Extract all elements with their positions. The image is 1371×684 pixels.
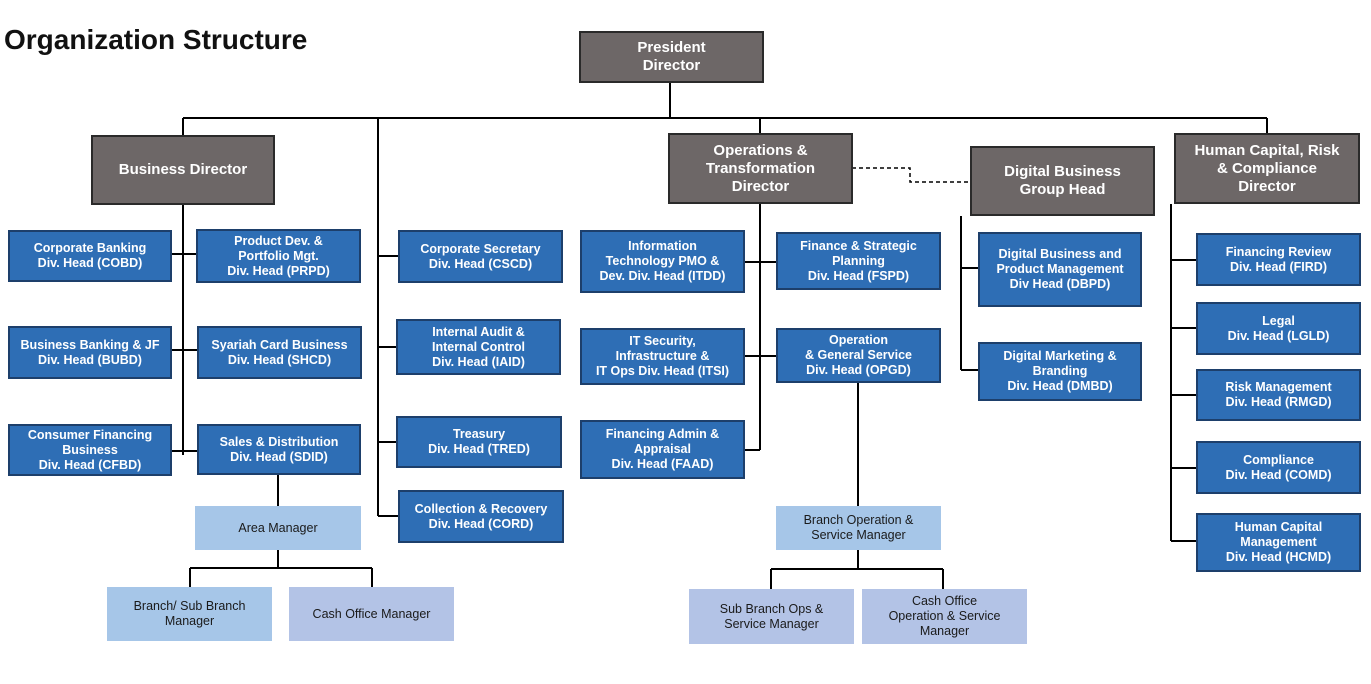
branch-sub-branch-manager-box: Branch/ Sub Branch Manager bbox=[107, 587, 272, 641]
sub-branch-ops-manager-box: Sub Branch Ops & Service Manager bbox=[689, 589, 854, 644]
sdid-box: Sales & Distribution Div. Head (SDID) bbox=[197, 424, 361, 475]
dbpd-box: Digital Business and Product Management … bbox=[978, 232, 1142, 307]
fird-box: Financing Review Div. Head (FIRD) bbox=[1196, 233, 1361, 286]
dashed-connector bbox=[852, 167, 971, 183]
dmbd-box: Digital Marketing & Branding Div. Head (… bbox=[978, 342, 1142, 401]
itsi-box: IT Security, Infrastructure & IT Ops Div… bbox=[580, 328, 745, 385]
fspd-box: Finance & Strategic Planning Div. Head (… bbox=[776, 232, 941, 290]
bubd-box: Business Banking & JF Div. Head (BUBD) bbox=[8, 326, 172, 379]
cord-box: Collection & Recovery Div. Head (CORD) bbox=[398, 490, 564, 543]
comd-box: Compliance Div. Head (COMD) bbox=[1196, 441, 1361, 494]
digital-business-head-box: Digital Business Group Head bbox=[970, 146, 1155, 216]
rmgd-box: Risk Management Div. Head (RMGD) bbox=[1196, 369, 1361, 421]
cfbd-box: Consumer Financing Business Div. Head (C… bbox=[8, 424, 172, 476]
business-director-box: Business Director bbox=[91, 135, 275, 205]
president-director-box: President Director bbox=[579, 31, 764, 83]
cash-office-operation-manager-box: Cash Office Operation & Service Manager bbox=[862, 589, 1027, 644]
tred-box: Treasury Div. Head (TRED) bbox=[396, 416, 562, 468]
page-title: Organization Structure bbox=[4, 24, 308, 55]
iaid-box: Internal Audit & Internal Control Div. H… bbox=[396, 319, 561, 375]
itdd-box: Information Technology PMO & Dev. Div. H… bbox=[580, 230, 745, 293]
cobd-box: Corporate Banking Div. Head (COBD) bbox=[8, 230, 172, 282]
hcmd-box: Human Capital Management Div. Head (HCMD… bbox=[1196, 513, 1361, 572]
human-capital-director-box: Human Capital, Risk & Compliance Directo… bbox=[1174, 133, 1360, 204]
operations-director-box: Operations & Transformation Director bbox=[668, 133, 853, 204]
cash-office-manager-box: Cash Office Manager bbox=[289, 587, 454, 641]
cscd-box: Corporate Secretary Div. Head (CSCD) bbox=[398, 230, 563, 283]
shcd-box: Syariah Card Business Div. Head (SHCD) bbox=[197, 326, 362, 379]
prpd-box: Product Dev. & Portfolio Mgt. Div. Head … bbox=[196, 229, 361, 283]
lgld-box: Legal Div. Head (LGLD) bbox=[1196, 302, 1361, 355]
opgd-box: Operation & General Service Div. Head (O… bbox=[776, 328, 941, 383]
faad-box: Financing Admin & Appraisal Div. Head (F… bbox=[580, 420, 745, 479]
branch-operation-manager-box: Branch Operation & Service Manager bbox=[776, 506, 941, 550]
area-manager-box: Area Manager bbox=[195, 506, 361, 550]
